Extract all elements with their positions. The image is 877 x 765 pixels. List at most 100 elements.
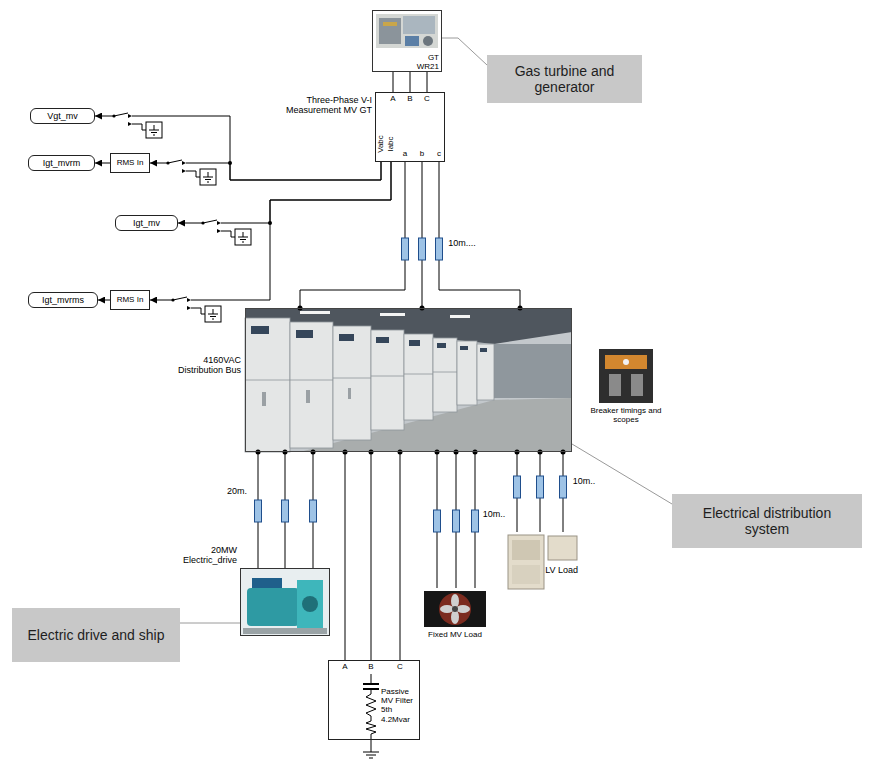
meter-panel (437, 343, 446, 348)
meter-panel (480, 348, 487, 352)
ground-symbol (242, 242, 244, 243)
port-name: B (407, 95, 412, 103)
block-label: Igt_mvrms (42, 295, 84, 305)
turbine-part (383, 22, 397, 26)
cabinet-panel (512, 565, 540, 584)
cabinet-seam (290, 380, 333, 381)
meter-panel (376, 337, 389, 343)
generator-part (403, 16, 435, 34)
block-label: Vgt_mv (47, 111, 78, 121)
resistor-symbol (366, 694, 376, 716)
load-block: LV Load (505, 532, 580, 592)
resistor-symbol (434, 510, 441, 532)
port-name: b (420, 150, 424, 158)
motor-body (247, 588, 299, 626)
wire (150, 162, 391, 300)
switch-terminal (132, 116, 138, 117)
filter-block: Passive MV Filter 5th 4.2Mvar (328, 660, 420, 740)
switchgear-cabinet (371, 330, 404, 430)
breaker-picture (599, 349, 653, 403)
impedance-value: 10m.. (483, 510, 506, 519)
outport-block: Igt_mvrms (28, 292, 98, 308)
resistor-symbol (282, 500, 289, 522)
bus-terminal (398, 450, 403, 455)
port-name: A (390, 95, 395, 103)
breaker-part (623, 359, 629, 365)
cabinet-body (508, 535, 544, 589)
switchgear-cabinet (433, 338, 457, 412)
leader-line (572, 444, 672, 504)
block-label: Igt_mvrm (43, 158, 81, 168)
switch-contact (187, 306, 191, 310)
drive-picture (241, 569, 329, 635)
port-name: Iabc (387, 136, 395, 151)
motor-end (297, 580, 323, 628)
fan-ring (439, 593, 471, 625)
line-impedances (255, 238, 567, 532)
switch-ground (195, 213, 227, 233)
rms-block: RMS In (110, 290, 150, 310)
resistor-symbol (310, 500, 317, 522)
generator-part (423, 36, 433, 46)
ground-box (205, 306, 221, 322)
switch-arm (203, 220, 217, 223)
switch-ground (106, 106, 138, 126)
bus-terminal (256, 450, 261, 455)
bus-terminal (473, 450, 478, 455)
ground-symbol (240, 239, 246, 240)
ground-symbol (208, 314, 218, 315)
leader-line (180, 623, 240, 624)
ground-symbol (210, 316, 216, 317)
switchgear-cabinet (290, 322, 333, 448)
block-label: RMS In (117, 158, 144, 167)
manual-switch (195, 213, 227, 233)
switch-contact (187, 298, 191, 302)
switchgear-picture (245, 308, 572, 452)
turbine-housing (376, 14, 438, 48)
ground-box (200, 169, 216, 185)
breaker-body (599, 349, 653, 403)
ground-symbol (369, 758, 373, 759)
fan-blade (440, 605, 454, 613)
port-name: Vabc (377, 135, 385, 153)
resistor-symbol (436, 238, 443, 260)
breaker-block: Breaker timings and scopes (590, 346, 662, 432)
switch-contact (128, 122, 132, 126)
ground-symbol (203, 177, 213, 178)
filter-wire (371, 674, 372, 684)
distribution-bus: 4160VAC Distribution Bus (245, 308, 572, 452)
resistor-symbol (402, 238, 409, 260)
meter-panel (339, 334, 354, 341)
ground-symbol (208, 172, 209, 177)
load-block: Fixed MV Load (420, 588, 490, 650)
ceiling-light (300, 311, 330, 314)
outport-block: Vgt_mv (30, 108, 95, 124)
bus-terminal (369, 450, 374, 455)
drive-block: 20MW Electric_drive (240, 568, 330, 636)
cabinet-handle (262, 392, 266, 406)
block-label: Three-Phase V-I Measurement MV GT (282, 95, 372, 116)
switchgear-room (245, 308, 572, 452)
wire (345, 452, 400, 660)
switch-contact (217, 229, 221, 233)
block-label: Fixed MV Load (420, 630, 490, 639)
switch-contact (182, 161, 186, 165)
ground-wire (192, 171, 200, 177)
branch-point (268, 221, 272, 225)
turbine-picture (376, 14, 438, 48)
ground-symbol (151, 132, 157, 133)
cabinet-body (548, 536, 577, 560)
resistor-symbol (537, 476, 544, 498)
ground-symbol (366, 755, 376, 756)
ground-wire (197, 308, 205, 314)
callout-box: Gas turbine and generator (487, 55, 642, 103)
ground-block (200, 169, 216, 185)
ceiling-light (450, 315, 470, 318)
switch-ground (165, 290, 197, 310)
manual-switch (160, 153, 192, 173)
bus-terminal (343, 450, 348, 455)
fan-hub (452, 606, 458, 612)
cabinet-seam (433, 372, 457, 373)
